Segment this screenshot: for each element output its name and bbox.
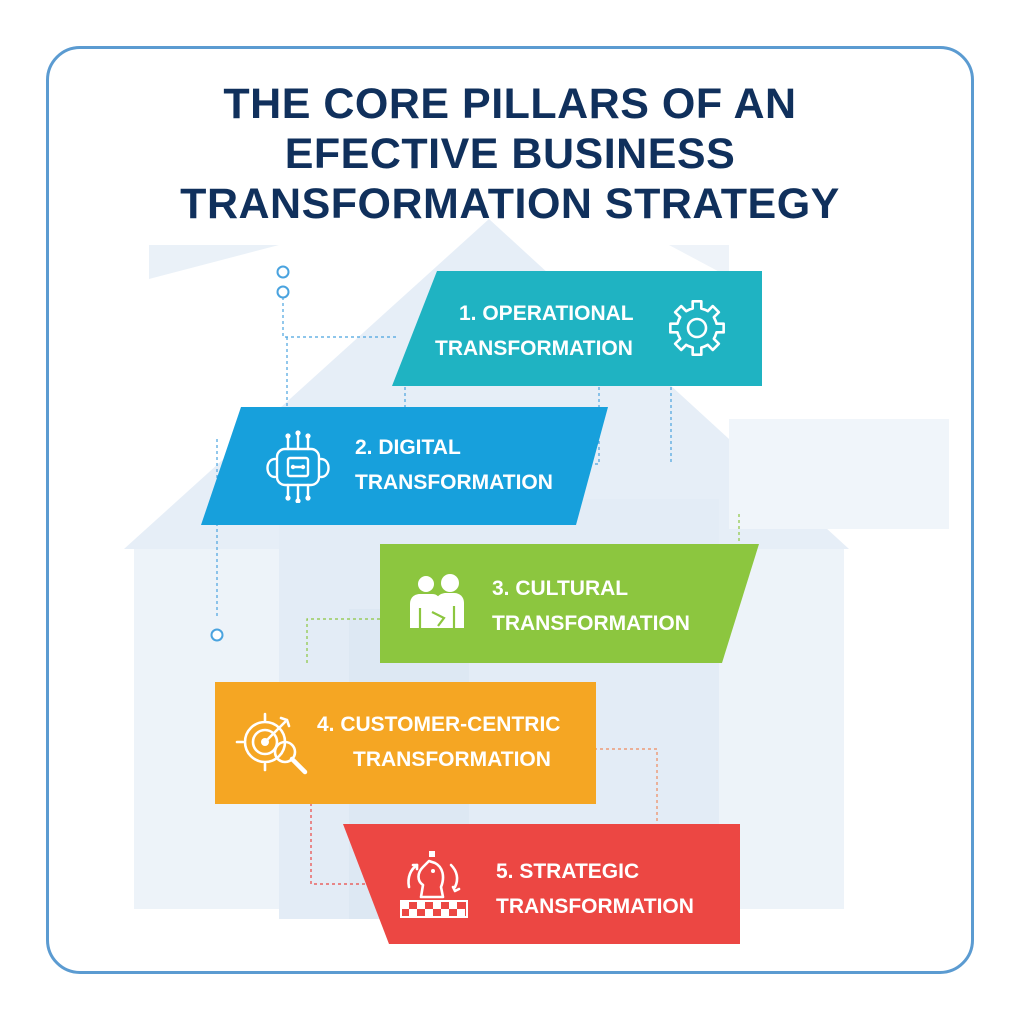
- pillar-customer-centric-subtitle: TRANSFORMATION: [353, 748, 551, 771]
- pillar-cultural-title: 3. CULTURAL: [492, 577, 629, 600]
- pillar-digital-label: 2. DIGITAL TRANSFORMATION: [355, 430, 553, 500]
- page-title: THE CORE PILLARS OF AN EFECTIVE BUSINESS…: [49, 79, 971, 229]
- people-icon: [410, 574, 464, 628]
- target-search-icon: [235, 712, 308, 775]
- infographic-frame: THE CORE PILLARS OF AN EFECTIVE BUSINESS…: [46, 46, 974, 974]
- title-line-2: EFECTIVE BUSINESS: [284, 130, 736, 178]
- gear-icon: [669, 300, 725, 356]
- pillar-customer-centric: 4. CUSTOMER-CENTRIC TRANSFORMATION: [215, 682, 596, 804]
- pillar-operational-shape: [392, 271, 762, 386]
- pillar-operational: 1. OPERATIONAL TRANSFORMATION: [392, 271, 762, 386]
- pillar-digital-subtitle: TRANSFORMATION: [355, 471, 553, 494]
- pillar-strategic: 5. STRATEGIC TRANSFORMATION: [343, 824, 740, 944]
- pillar-cultural-label: 3. CULTURAL TRANSFORMATION: [492, 571, 690, 641]
- title-line-1: THE CORE PILLARS OF AN: [223, 80, 797, 128]
- pillar-operational-title: 1. OPERATIONAL: [459, 302, 634, 325]
- pillar-cultural-subtitle: TRANSFORMATION: [492, 612, 690, 635]
- pillar-strategic-label: 5. STRATEGIC TRANSFORMATION: [496, 854, 694, 924]
- pillar-digital: 2. DIGITAL TRANSFORMATION: [201, 407, 608, 525]
- pillar-strategic-subtitle: TRANSFORMATION: [496, 895, 694, 918]
- title-line-3: TRANSFORMATION STRATEGY: [180, 180, 840, 228]
- pillar-operational-subtitle: TRANSFORMATION: [435, 337, 633, 360]
- pillar-operational-label: 1. OPERATIONAL TRANSFORMATION: [435, 296, 634, 366]
- pillar-digital-title: 2. DIGITAL: [355, 436, 461, 459]
- pillar-customer-centric-label: 4. CUSTOMER-CENTRIC TRANSFORMATION: [317, 707, 560, 777]
- pillar-strategic-title: 5. STRATEGIC: [496, 860, 640, 883]
- chess-knight-icon: [400, 851, 468, 918]
- circuit-chip-icon: [266, 430, 330, 503]
- pillar-digital-shape: [201, 407, 608, 525]
- pillar-customer-centric-title: 4. CUSTOMER-CENTRIC: [317, 713, 561, 736]
- pillar-cultural: 3. CULTURAL TRANSFORMATION: [380, 544, 759, 663]
- pillar-cultural-shape: [380, 544, 759, 663]
